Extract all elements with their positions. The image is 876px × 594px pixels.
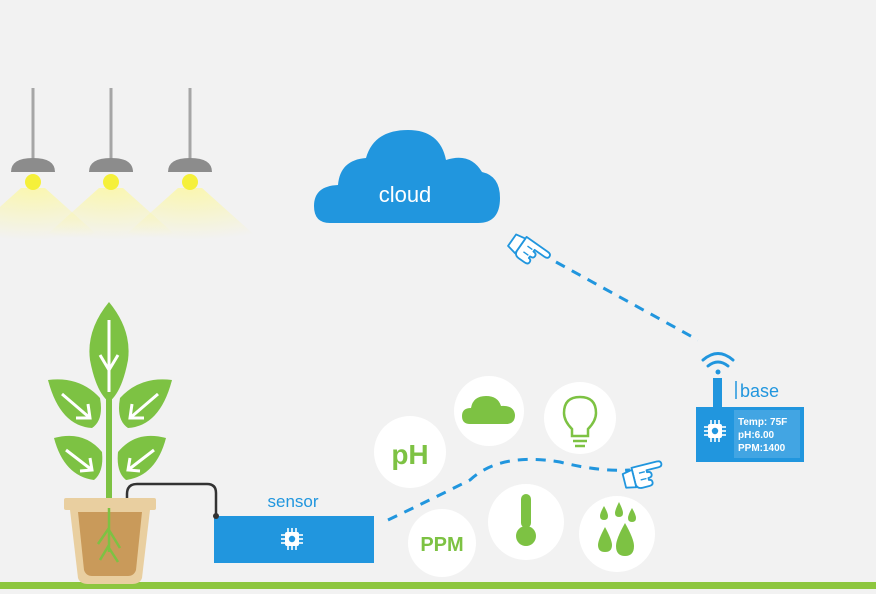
temperature-metric [488, 484, 564, 560]
sensor-label: sensor [267, 492, 318, 511]
base-ppm-readout: PPM:1400 [738, 443, 786, 454]
cloud-icon [462, 396, 515, 424]
ph-label: pH [391, 439, 428, 470]
sensor-base-link [387, 457, 631, 522]
sensor-cable [125, 482, 218, 545]
cloud-label: cloud [379, 182, 432, 207]
light-bulb-icon [562, 395, 598, 448]
humidity-metric [579, 496, 655, 572]
thermometer-icon [516, 494, 536, 546]
ppm-label: PPM [420, 534, 463, 556]
sensor-node: sensor [214, 492, 374, 563]
base-label: base [740, 381, 779, 401]
cloud-metric [454, 376, 524, 446]
pointing-hand-icon [504, 230, 553, 274]
light-metric [544, 382, 616, 454]
ppm-metric: PPM [408, 509, 476, 577]
ground-strip [0, 582, 876, 589]
cloud-node: cloud [314, 130, 500, 223]
base-ph-readout: pH:6.00 [738, 430, 775, 441]
base-node: Temp: 75F pH:6.00 PPM:1400 base [696, 352, 804, 462]
ph-metric: pH [374, 416, 446, 488]
ceiling-lamp-icon [0, 88, 260, 240]
water-drops-icon [598, 502, 636, 556]
wifi-signal-icon [701, 352, 735, 375]
cloud-base-link [555, 260, 699, 342]
pointing-hand-icon-2 [620, 459, 667, 493]
potted-plant-icon [48, 302, 172, 584]
base-temp-readout: Temp: 75F [738, 417, 787, 428]
cloud-shape [314, 130, 500, 223]
